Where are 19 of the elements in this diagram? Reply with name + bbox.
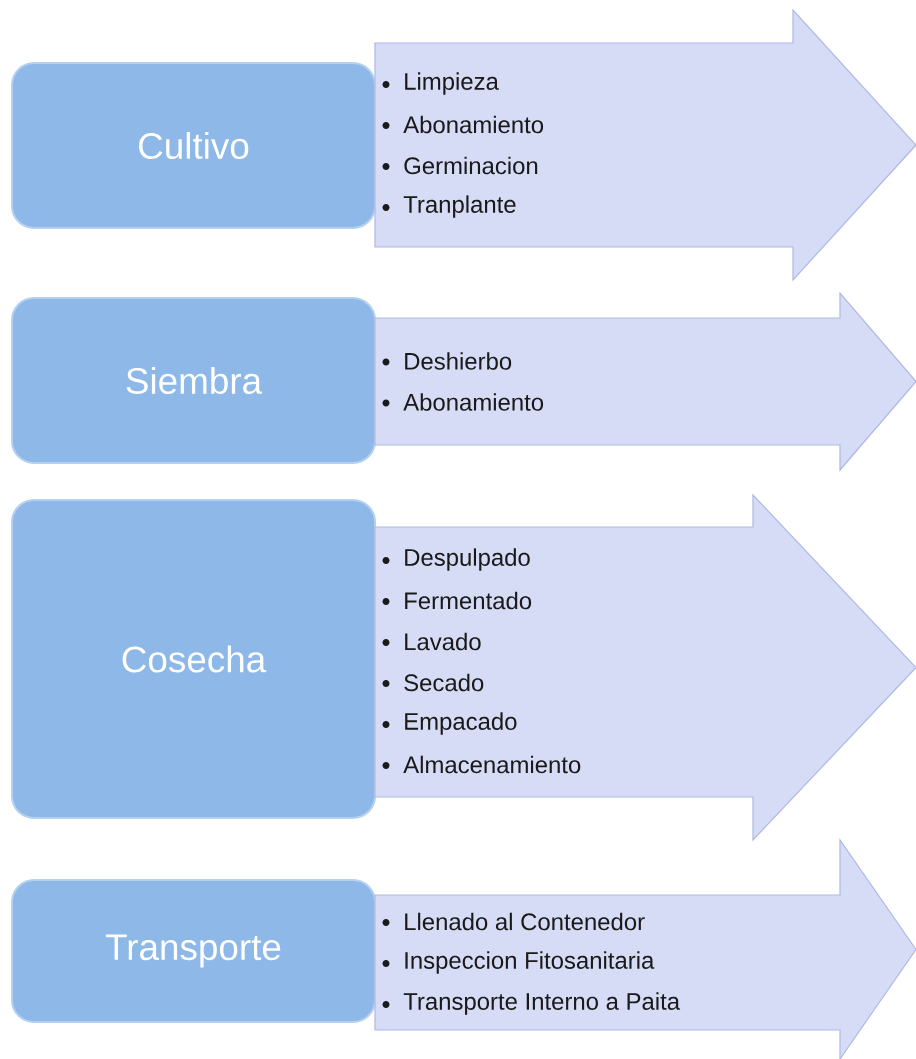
- list-item: Deshierbo: [405, 352, 512, 370]
- stage-box: Cosecha: [11, 499, 376, 819]
- list-item: Abonamiento: [403, 115, 544, 134]
- list-item: Inspeccion Fitosanitaria: [405, 951, 655, 974]
- list-item: Limpieza: [405, 72, 499, 95]
- stage-box: Cultivo: [11, 62, 376, 229]
- list-item: Llenado al Contenedor: [405, 912, 645, 931]
- list-item: Tranplante: [403, 195, 516, 218]
- list-item: Fermentado: [405, 591, 532, 610]
- list-item: Secado: [404, 673, 484, 692]
- list-item: Abonamiento: [403, 393, 544, 411]
- stage-box: Transporte: [11, 879, 376, 1023]
- list-item: Empacado: [405, 712, 517, 735]
- list-item: Despulpado: [405, 548, 530, 571]
- list-item: Lavado: [405, 632, 481, 651]
- stage-box: Siembra: [11, 297, 376, 464]
- list-item: Germinacion: [404, 156, 538, 175]
- list-item: Transporte Interno a Paita: [403, 992, 681, 1015]
- list-item: Almacenamiento: [403, 755, 581, 774]
